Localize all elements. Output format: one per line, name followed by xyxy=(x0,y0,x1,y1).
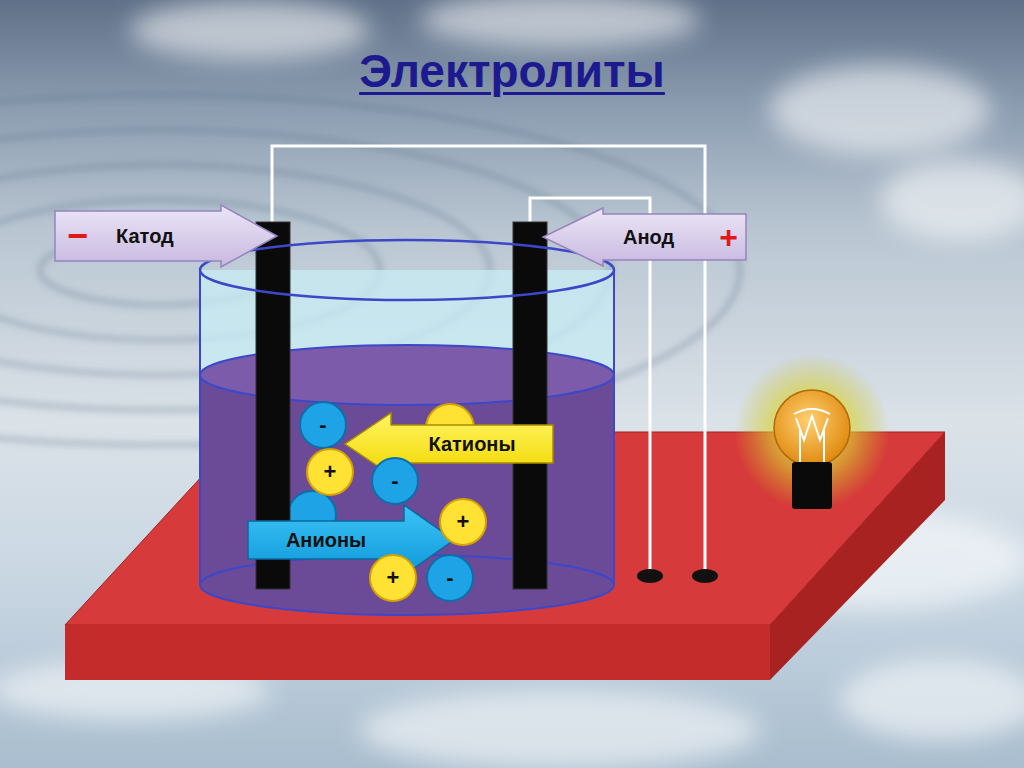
anode-electrode xyxy=(513,222,547,589)
cation-circle: + xyxy=(439,498,487,546)
charge-sign: + xyxy=(387,567,400,589)
electrode-label: Катод xyxy=(116,226,174,246)
arrow-text-area: Анод + xyxy=(603,214,746,260)
charge-sign: + xyxy=(457,511,470,533)
terminal xyxy=(637,569,663,583)
cathode-wire xyxy=(272,146,705,572)
anion-circle: - xyxy=(299,401,347,449)
cation-circle: + xyxy=(306,448,354,496)
bulb-glow xyxy=(734,354,890,510)
bulb-base xyxy=(792,462,832,509)
charge-sign: - xyxy=(391,470,398,492)
cathode-callout: − Катод xyxy=(55,205,277,267)
beaker-rim xyxy=(200,240,614,300)
slide-title: Электролиты xyxy=(0,44,1024,98)
arrow-label: Катионы xyxy=(428,434,515,454)
arrow-text-area: − Катод xyxy=(55,211,221,261)
bulb-filament xyxy=(794,409,830,462)
polarity-sign: + xyxy=(719,221,738,253)
charge-sign: - xyxy=(319,414,326,436)
cation-circle: + xyxy=(369,554,417,602)
arrow-text-area: Катионы xyxy=(391,425,553,463)
charge-sign: - xyxy=(446,567,453,589)
platform-front xyxy=(65,625,770,680)
anion-circle: - xyxy=(371,457,419,505)
arrow-text-area: Анионы xyxy=(248,521,404,559)
light-bulb xyxy=(774,390,850,466)
terminal xyxy=(692,569,718,583)
charge-sign: + xyxy=(324,461,337,483)
polarity-sign: − xyxy=(67,218,88,254)
electrode-label: Анод xyxy=(623,227,674,247)
arrow-label: Анионы xyxy=(286,530,366,550)
anode-callout: Анод + xyxy=(543,208,746,266)
anion-circle: - xyxy=(426,554,474,602)
anion-arrow: Анионы xyxy=(248,505,454,575)
